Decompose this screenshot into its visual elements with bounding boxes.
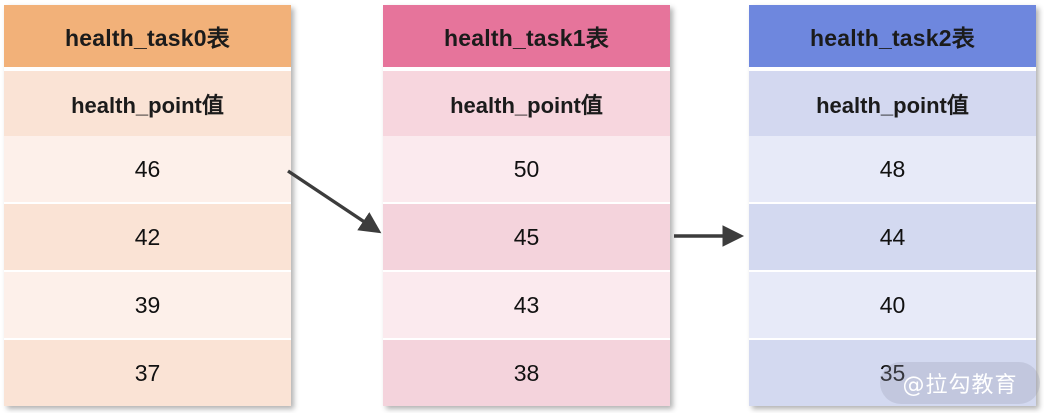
arrow-task0-to-task1-icon [287,169,382,234]
table-title-divider [749,67,1036,71]
table-rows-health-task1: 50 45 43 38 [383,136,670,406]
table-row: 39 [4,270,291,338]
table-card-health-task0: health_task0表 health_point值 46 42 39 37 [4,5,291,406]
column-header-health-task0: health_point值 [4,71,291,136]
arrow-task1-to-task2-icon [674,225,745,247]
column-header-health-task2: health_point值 [749,71,1036,136]
table-title-health-task2: health_task2表 [749,5,1036,67]
column-header-health-task1: health_point值 [383,71,670,136]
table-row: 46 [4,136,291,202]
watermark: @拉勾教育 [880,362,1040,404]
table-row: 50 [383,136,670,202]
table-title-divider [383,67,670,71]
table-row: 48 [749,136,1036,202]
table-row: 43 [383,270,670,338]
table-title-health-task0: health_task0表 [4,5,291,67]
table-row: 38 [383,338,670,406]
table-row: 44 [749,202,1036,270]
table-rows-health-task0: 46 42 39 37 [4,136,291,406]
table-row: 35 [749,338,1036,406]
table-row: 40 [749,270,1036,338]
table-row: 45 [383,202,670,270]
table-row: 42 [4,202,291,270]
table-title-divider [4,67,291,71]
table-card-health-task2: health_task2表 health_point值 48 44 40 35 [749,5,1036,406]
table-row: 37 [4,338,291,406]
table-title-health-task1: health_task1表 [383,5,670,67]
table-rows-health-task2: 48 44 40 35 [749,136,1036,406]
table-card-health-task1: health_task1表 health_point值 50 45 43 38 [383,5,670,406]
